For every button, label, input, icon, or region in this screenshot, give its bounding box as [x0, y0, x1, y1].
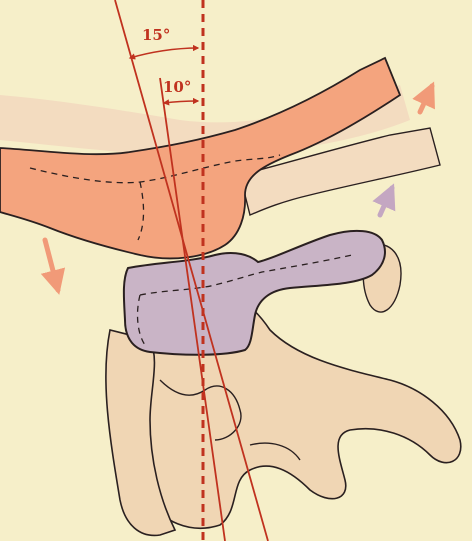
outer-angle-arc [130, 48, 198, 58]
arrow-up-right-icon [380, 188, 392, 215]
inner-angle-label: 10° [163, 78, 191, 96]
arrow-up-right-icon [420, 86, 432, 112]
inner-angle-arc [164, 101, 198, 103]
outer-angle-label: 15° [142, 26, 170, 44]
arrow-down-left-icon [45, 240, 58, 290]
